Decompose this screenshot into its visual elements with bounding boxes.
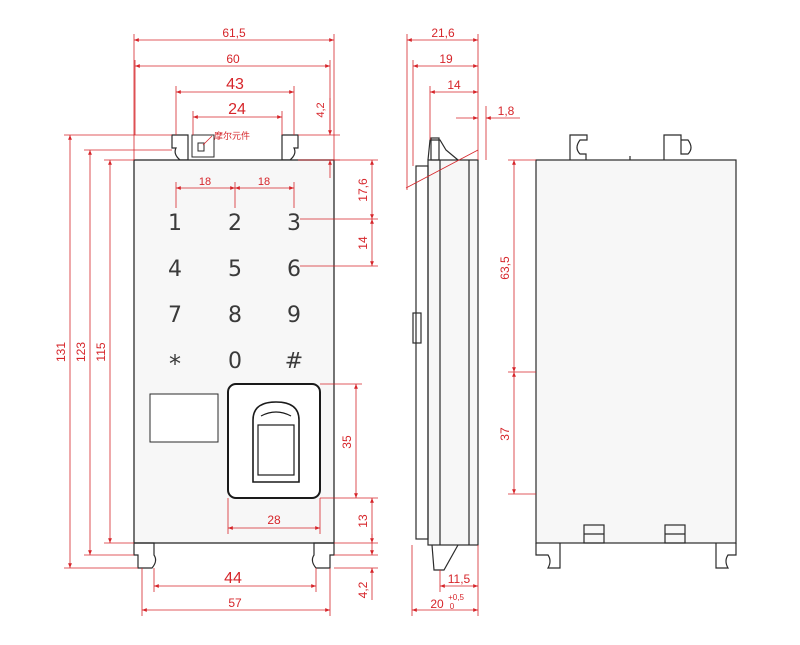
back-bottom-right-tab	[715, 543, 737, 569]
dim-inner-width: 60	[226, 52, 240, 66]
sensor-label: 摩尔元件	[214, 130, 250, 142]
side-bottom-bracket	[431, 544, 459, 571]
top-right-tab	[281, 134, 299, 161]
key-8: 8	[228, 303, 242, 328]
fingerprint-icon	[252, 401, 300, 483]
key-star: *	[169, 350, 181, 378]
side-top-bracket	[427, 139, 459, 161]
dim-sensor-width: 28	[267, 513, 281, 527]
dim-depth-tolerance: 20	[430, 597, 444, 611]
side-front-plate	[415, 165, 429, 540]
dim-back-lower-length: 37	[498, 427, 512, 441]
back-bottom-left-tab	[535, 543, 561, 569]
dim-depth-total: 21,6	[431, 26, 455, 40]
key-7: 7	[168, 303, 182, 328]
dim-overall-width: 61,5	[222, 26, 246, 40]
key-6: 6	[287, 257, 301, 282]
key-4: 4	[168, 257, 182, 282]
dim-depth-19: 19	[439, 52, 453, 66]
dim-height-115: 115	[94, 342, 108, 361]
side-body	[427, 159, 479, 546]
side-dimensions	[405, 34, 520, 616]
dim-tab-height-bottom: 4,2	[356, 581, 370, 598]
dim-depth-tolerance-sub: 0	[450, 602, 455, 611]
bottom-right-tab	[311, 542, 335, 569]
front-dimensions	[64, 34, 378, 616]
top-slot-inner	[197, 142, 205, 152]
key-0: 0	[228, 349, 242, 374]
back-top-left-tab	[569, 134, 588, 160]
dim-key-offset-top: 17,6	[356, 178, 370, 202]
dim-key-pitch-y: 14	[356, 236, 370, 250]
bottom-left-tab	[133, 542, 157, 569]
dim-key-pitch-x1: 18	[199, 176, 211, 188]
dim-height-123: 123	[74, 342, 88, 362]
card-reader-window	[149, 393, 219, 443]
dim-tab-height-top: 4,2	[315, 102, 327, 117]
dim-base-width: 57	[228, 596, 242, 610]
dim-sensor-offset-bottom: 13	[356, 514, 370, 528]
key-3: 3	[287, 211, 301, 236]
dim-key-pitch-x2: 18	[258, 176, 270, 188]
side-view	[412, 137, 479, 571]
key-2: 2	[228, 211, 242, 236]
sensor-label-leader	[202, 135, 213, 146]
dim-slot-width: 24	[228, 101, 246, 118]
back-top-right-tab	[663, 134, 692, 160]
key-5: 5	[228, 257, 242, 282]
fingerprint-glass	[257, 424, 295, 476]
dim-lip: 1,8	[498, 104, 515, 118]
key-1: 1	[168, 211, 182, 236]
dim-depth-tolerance-sup: +0,5	[448, 593, 464, 602]
key-hash: #	[285, 349, 303, 374]
back-dimensions	[508, 159, 536, 495]
dim-hole-spacing-top: 43	[226, 76, 244, 93]
dim-depth-bottom: 11,5	[448, 572, 471, 586]
dim-overall-height: 131	[54, 342, 68, 362]
front-view: 1 2 3 4 5 6 7 8 9 * 0 # 摩尔元件	[133, 130, 335, 569]
fingerprint-inner-arc	[260, 411, 292, 417]
top-slot-part	[191, 134, 215, 158]
back-view	[535, 134, 737, 569]
dim-sensor-height: 35	[340, 435, 354, 449]
fingerprint-module	[227, 383, 321, 499]
dim-back-upper-length: 63,5	[498, 256, 512, 280]
side-button	[412, 312, 422, 344]
dim-hole-spacing-bottom: 44	[224, 570, 242, 587]
key-9: 9	[287, 303, 301, 328]
dim-depth-14: 14	[447, 78, 461, 92]
back-plate	[535, 159, 737, 544]
top-left-tab	[171, 134, 189, 161]
